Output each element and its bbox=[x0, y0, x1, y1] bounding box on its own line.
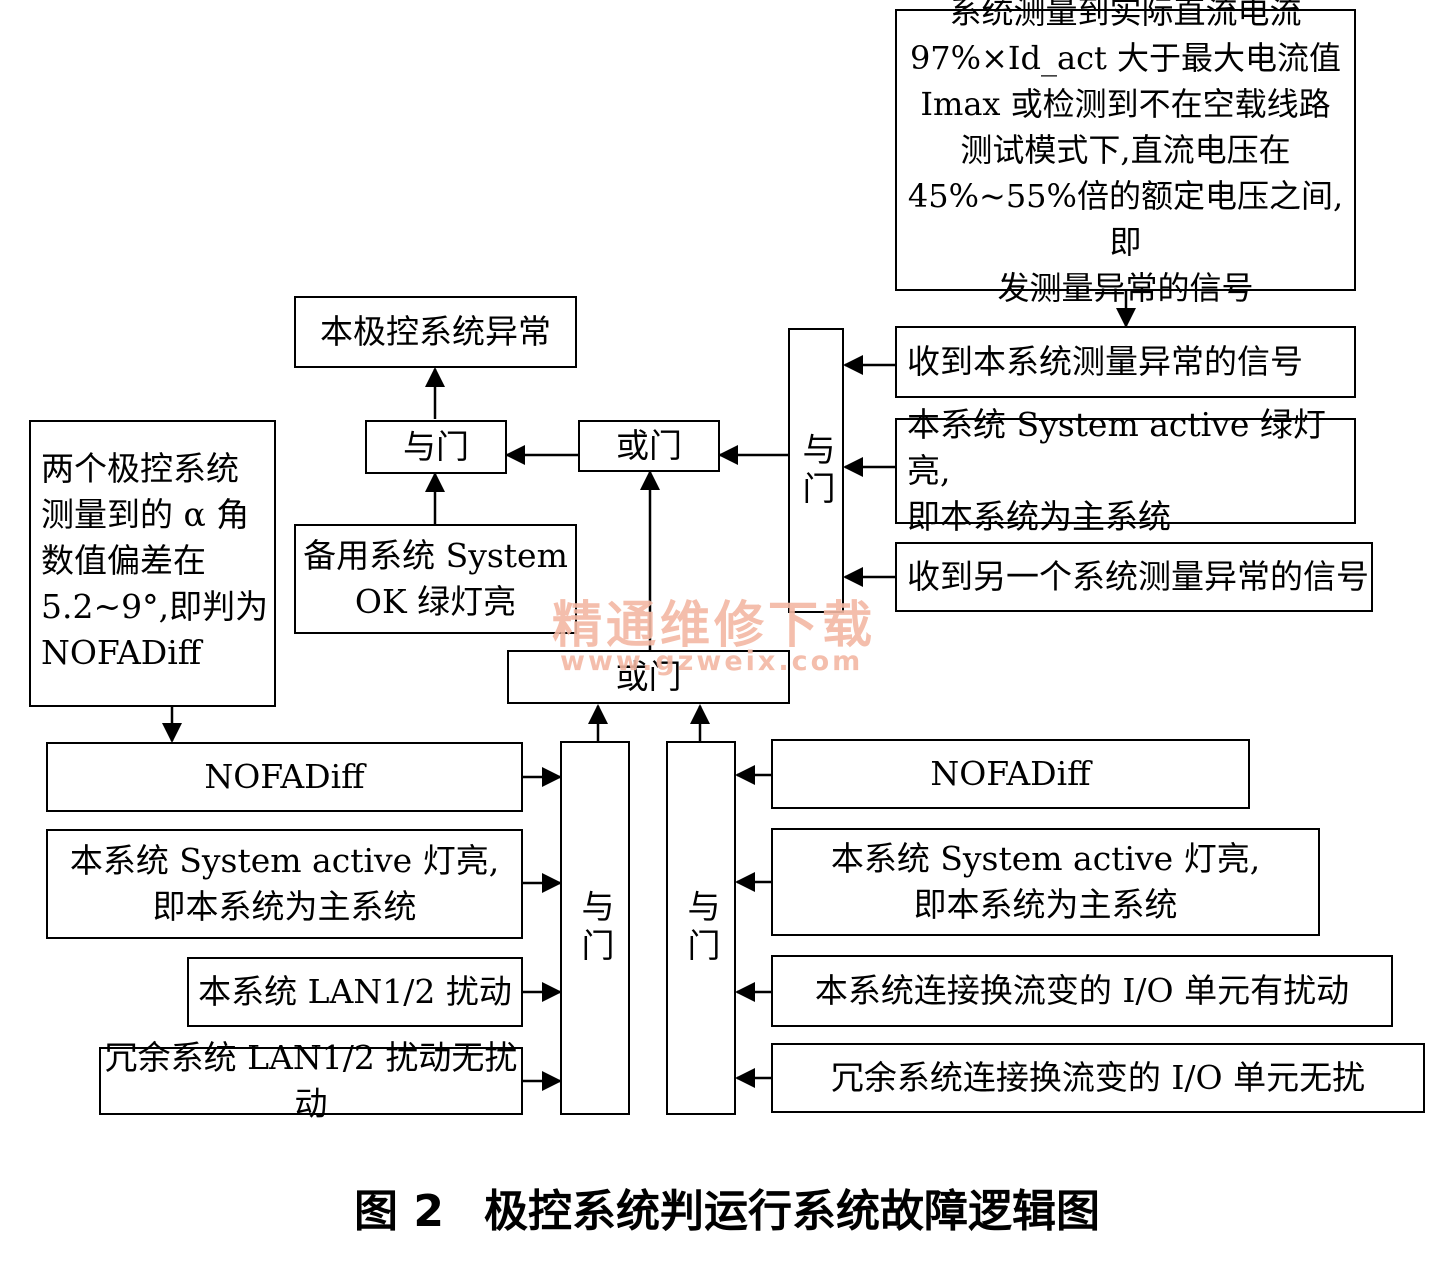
own-active-top-line-2: 即本系统为主系统 bbox=[907, 497, 1171, 536]
nofadiff-left-label: NOFADiff bbox=[204, 757, 365, 796]
pole-abnormal-label: 本极控系统异常 bbox=[320, 312, 551, 351]
and-gate-top-right: 与门 bbox=[788, 328, 844, 613]
pole-abnormal-box: 本极控系统异常 bbox=[294, 296, 577, 368]
own-active-left-box: 本系统 System active 灯亮, 即本系统为主系统 bbox=[46, 829, 523, 939]
or-gate-top: 或门 bbox=[578, 420, 720, 472]
and-gate-top: 与门 bbox=[365, 420, 507, 474]
watermark-logo: 精通维修下载 bbox=[552, 596, 876, 654]
recv-other-abnormal-label: 收到另一个系统测量异常的信号 bbox=[907, 557, 1369, 596]
measure-line-6: 发测量异常的信号 bbox=[997, 269, 1254, 307]
own-active-top-line-1: 本系统 System active 绿灯亮, bbox=[907, 405, 1326, 490]
or-gate-middle: 或门 bbox=[507, 650, 790, 704]
alpha-line-2: 测量到的 α 角 bbox=[41, 495, 250, 534]
nofadiff-right-box: NOFADiff bbox=[771, 739, 1250, 809]
redundant-lan-box: 冗余系统 LAN1/2 扰动无扰动 bbox=[99, 1038, 523, 1123]
and-gate-top-label: 与门 bbox=[403, 427, 469, 466]
standby-ok-box: 备用系统 System OK 绿灯亮 bbox=[294, 524, 577, 634]
measure-line-5: 45%~55%倍的额定电压之间,即 bbox=[907, 177, 1344, 261]
redundant-io-box: 冗余系统连接换流变的 I/O 单元无扰 bbox=[771, 1043, 1425, 1113]
alpha-line-5: NOFADiff bbox=[41, 633, 202, 672]
own-active-left-line-1: 本系统 System active 灯亮, bbox=[69, 841, 500, 880]
measure-line-4: 测试模式下,直流电压在 bbox=[960, 131, 1291, 169]
nofadiff-left-box: NOFADiff bbox=[46, 742, 523, 812]
figure-title: 极控系统判运行系统故障逻辑图 bbox=[483, 1186, 1100, 1237]
alpha-deviation-box: 两个极控系统 测量到的 α 角 数值偏差在 5.2~9°,即判为 NOFADif… bbox=[29, 420, 276, 707]
own-io-label: 本系统连接换流变的 I/O 单元有扰动 bbox=[814, 971, 1350, 1010]
recv-other-abnormal-box: 收到另一个系统测量异常的信号 bbox=[895, 542, 1373, 612]
recv-own-abnormal-box: 收到本系统测量异常的信号 bbox=[895, 326, 1356, 398]
watermark-url: www.gzweix.com bbox=[560, 646, 864, 677]
alpha-line-3: 数值偏差在 bbox=[41, 541, 206, 580]
recv-own-abnormal-label: 收到本系统测量异常的信号 bbox=[907, 342, 1303, 381]
own-active-left-line-2: 即本系统为主系统 bbox=[152, 887, 417, 926]
redundant-lan-label: 冗余系统 LAN1/2 扰动无扰动 bbox=[104, 1038, 518, 1123]
measure-line-2: 97%×Id_act 大于最大电流值 bbox=[909, 39, 1342, 77]
or-gate-middle-label: 或门 bbox=[615, 657, 682, 696]
measure-line-3: Imax 或检测到不在空载线路 bbox=[920, 85, 1331, 123]
and-gate-bottom-left: 与门 bbox=[560, 741, 630, 1115]
alpha-line-4: 5.2~9°,即判为 bbox=[41, 587, 269, 626]
measure-condition-box: 系统测量到实际直流电流 97%×Id_act 大于最大电流值 Imax 或检测到… bbox=[895, 0, 1356, 307]
own-active-right-line-1: 本系统 System active 灯亮, bbox=[830, 839, 1261, 878]
standby-ok-line-2: OK 绿灯亮 bbox=[354, 582, 517, 621]
and-gate-bottom-right-label: 与门 bbox=[682, 889, 721, 967]
own-lan-label: 本系统 LAN1/2 扰动 bbox=[198, 972, 512, 1011]
standby-ok-line-1: 备用系统 System bbox=[303, 536, 568, 575]
figure-caption: 图 2 极控系统判运行系统故障逻辑图 bbox=[0, 1175, 1454, 1239]
own-active-right-box: 本系统 System active 灯亮, 即本系统为主系统 bbox=[771, 828, 1320, 936]
and-gate-top-right-label: 与门 bbox=[797, 431, 836, 510]
own-active-top-box: 本系统 System active 绿灯亮, 即本系统为主系统 bbox=[895, 405, 1356, 536]
measure-line-1: 系统测量到实际直流电流 bbox=[949, 0, 1302, 31]
own-lan-box: 本系统 LAN1/2 扰动 bbox=[187, 957, 523, 1027]
redundant-io-label: 冗余系统连接换流变的 I/O 单元无扰 bbox=[830, 1058, 1366, 1097]
figure-number: 图 2 bbox=[354, 1186, 444, 1237]
and-gate-bottom-right: 与门 bbox=[666, 741, 736, 1115]
nofadiff-right-label: NOFADiff bbox=[930, 754, 1091, 793]
and-gate-bottom-left-label: 与门 bbox=[576, 889, 615, 967]
own-io-box: 本系统连接换流变的 I/O 单元有扰动 bbox=[771, 955, 1393, 1027]
own-active-right-line-2: 即本系统为主系统 bbox=[913, 885, 1178, 924]
or-gate-top-label: 或门 bbox=[616, 426, 682, 465]
alpha-line-1: 两个极控系统 bbox=[41, 449, 239, 488]
